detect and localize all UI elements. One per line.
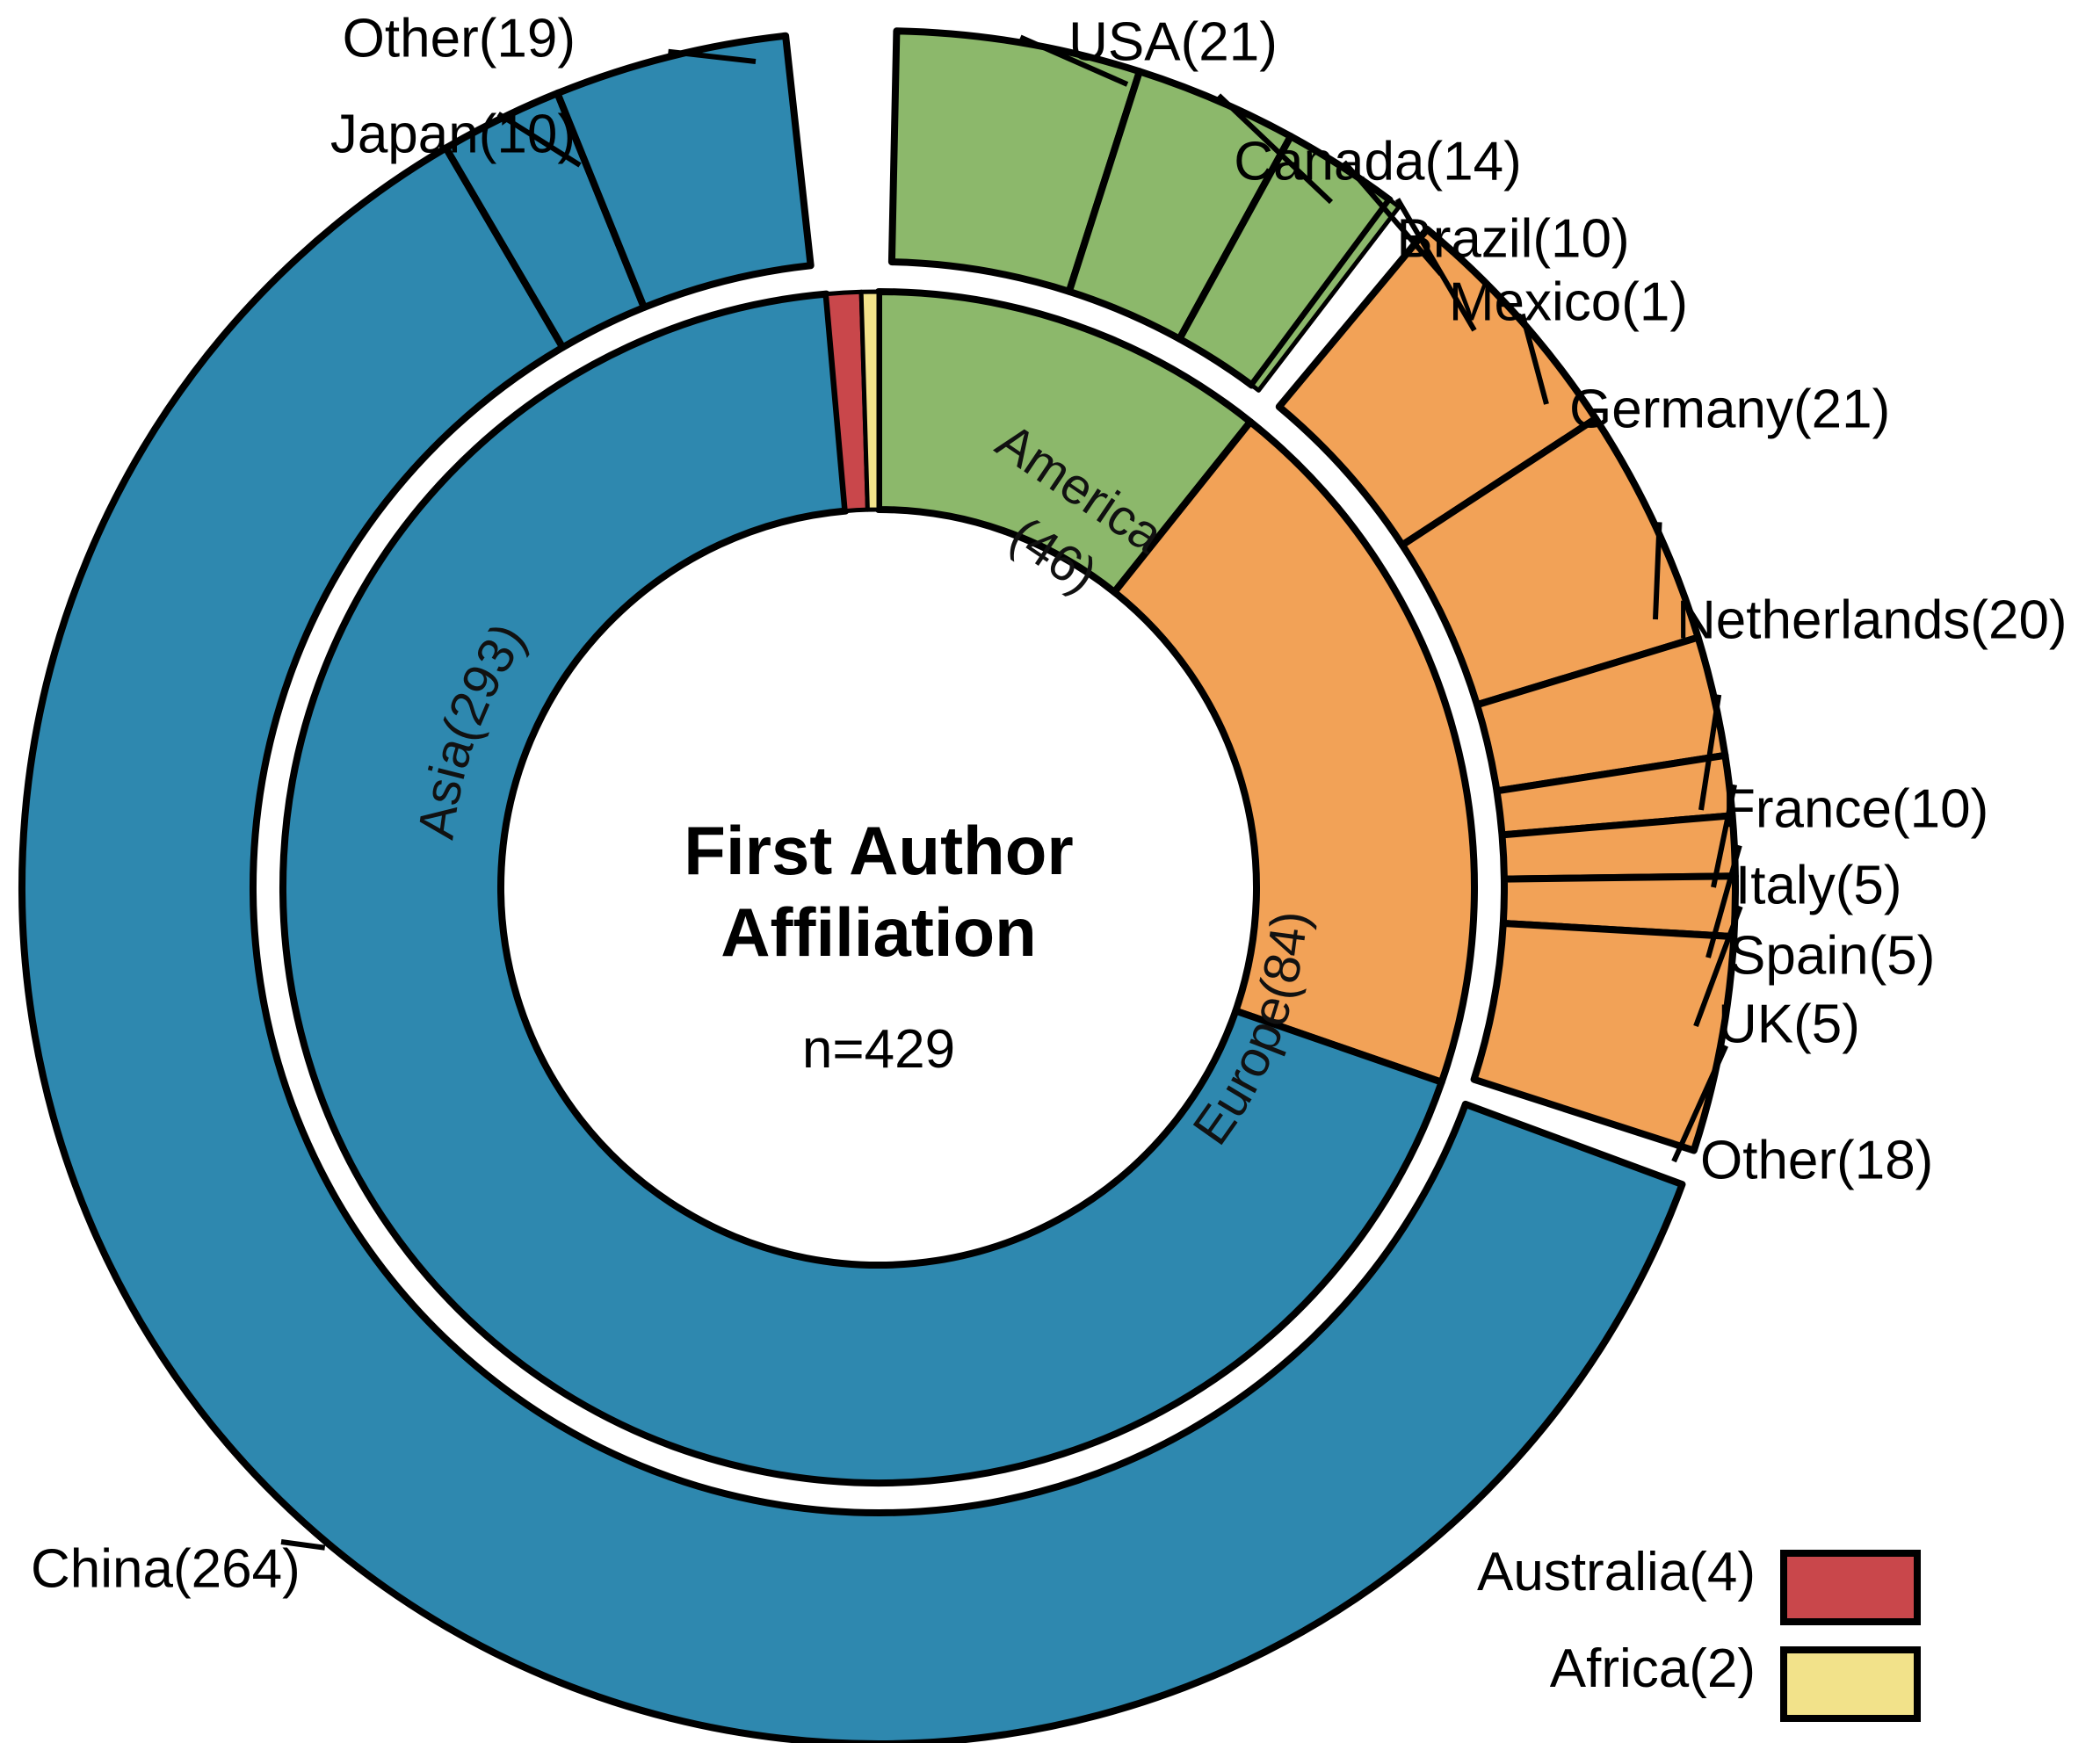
leader-uk (1693, 905, 1743, 1028)
leader-usa (1019, 34, 1129, 87)
label-other-europe: Other(18) (1700, 1130, 1933, 1190)
center-title-line1: First Author (684, 812, 1073, 889)
inner-segment-asia[interactable] (279, 290, 1445, 1486)
outer-segment-asia-china[interactable] (18, 144, 1686, 1743)
legend-label-australia: Australia(4) (1477, 1542, 1756, 1602)
center-title-line2: Affiliation (721, 893, 1037, 971)
leader-mexico (1394, 198, 1477, 332)
outer-segment-asia-other[interactable] (554, 32, 815, 311)
leader-netherlands (1653, 522, 1662, 620)
leader-brazil (1342, 160, 1444, 276)
leader-line-group (280, 34, 1743, 1551)
leader-germany (1519, 313, 1549, 405)
legend-swatch-africa (1780, 1646, 1921, 1722)
leader-japan (496, 112, 582, 168)
leader-canada (1216, 93, 1334, 205)
label-italy: Italy(5) (1735, 855, 1901, 915)
center-subtitle: n=429 (802, 1019, 955, 1080)
leader-other-europe (1671, 1045, 1729, 1163)
outer-segment-america-mexico[interactable] (1249, 197, 1401, 393)
label-canada: Canada(14) (1234, 131, 1521, 192)
label-china: China(264) (31, 1538, 301, 1599)
legend-label-africa: Africa(2) (1550, 1638, 1756, 1699)
label-usa: USA(21) (1068, 11, 1278, 72)
leader-other-asia (668, 48, 757, 64)
leader-france (1698, 694, 1722, 811)
label-netherlands: Netherlands(20) (1676, 589, 2067, 650)
inner-segment-europe[interactable] (1111, 418, 1478, 1086)
label-other-asia: Other(19) (343, 8, 576, 69)
leader-italy (1711, 784, 1737, 888)
label-spain: Spain(5) (1729, 925, 1935, 986)
label-uk: UK(5) (1718, 994, 1860, 1054)
legend-swatch-australia (1780, 1550, 1921, 1625)
legend: Australia(4) Africa(2) (1477, 1542, 1921, 1722)
label-france: France(10) (1722, 778, 1988, 839)
outer-segment-europe-other[interactable] (1470, 919, 1738, 1154)
leader-spain (1705, 844, 1742, 958)
inner-segment-america[interactable] (875, 288, 1254, 596)
inner-segment-africa[interactable] (858, 289, 881, 512)
label-brazil: Brazil(10) (1396, 208, 1629, 269)
label-germany: Germany(21) (1569, 379, 1890, 439)
ring-group (18, 27, 1739, 1743)
label-mexico: Mexico(1) (1449, 271, 1688, 332)
leader-china (280, 1539, 326, 1551)
label-japan: Japan(10) (330, 104, 576, 164)
